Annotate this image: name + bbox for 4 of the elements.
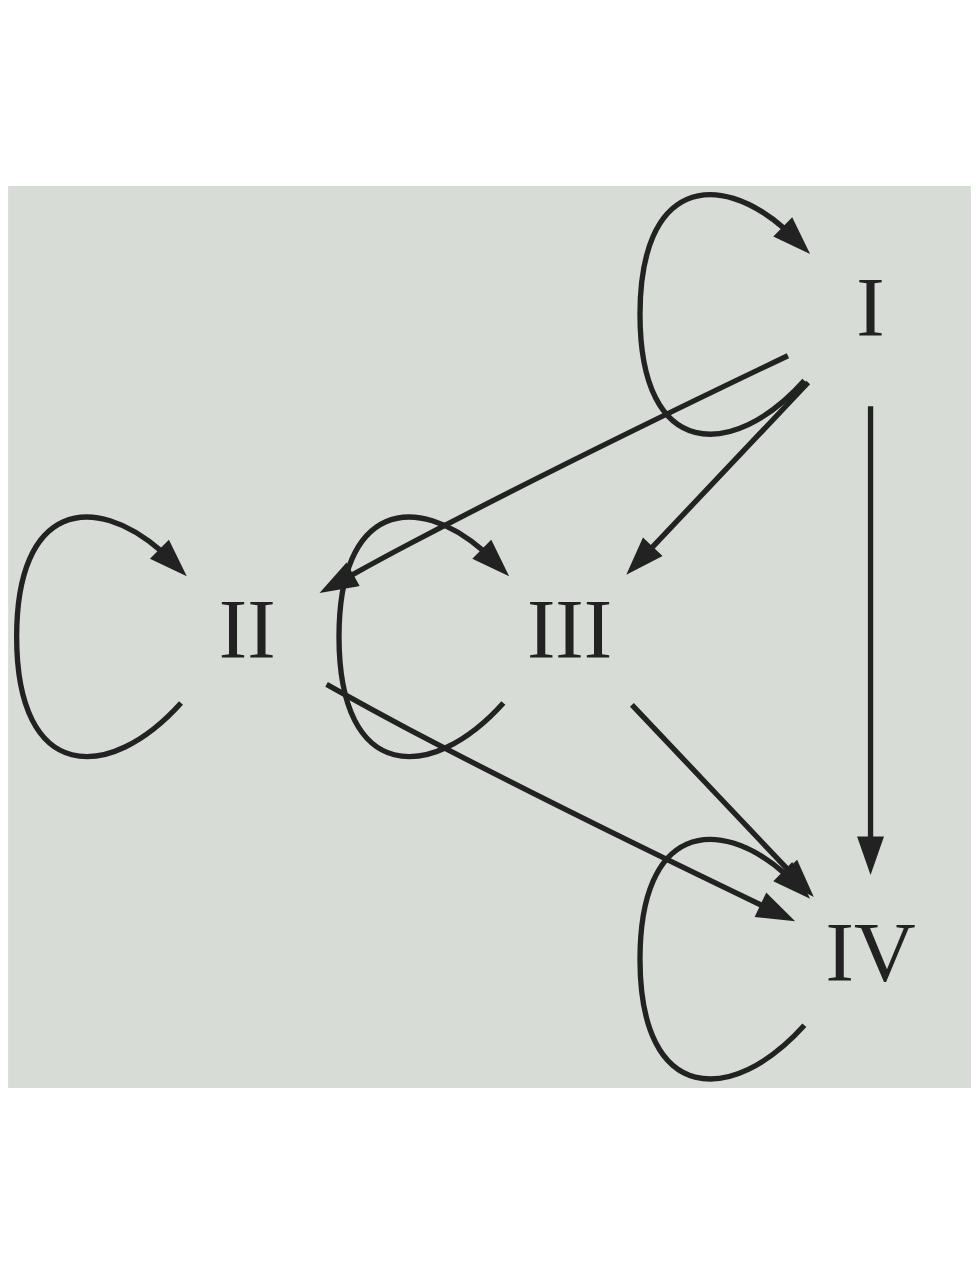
node-text: II xyxy=(218,582,276,677)
node-text: III xyxy=(526,582,613,677)
node-text: IV xyxy=(825,904,916,999)
node-text: I xyxy=(856,259,885,354)
